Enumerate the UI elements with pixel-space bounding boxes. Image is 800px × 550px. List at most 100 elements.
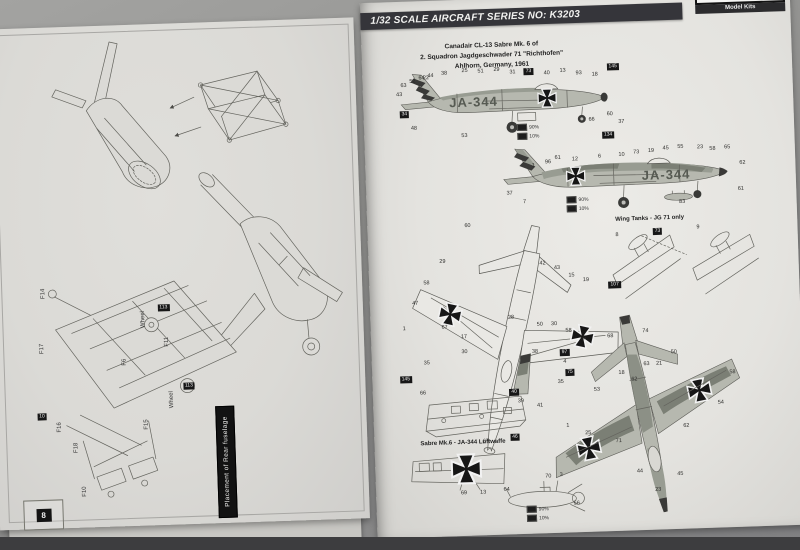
aircraft-code-marking: JA-344 [641, 166, 690, 183]
callout-number: 73 [652, 227, 663, 235]
callout-number: 1 [566, 422, 570, 429]
callout-number: 45 [677, 470, 684, 478]
part-label: F15 [143, 418, 151, 430]
brand-name-text: KINETIC [718, 0, 766, 1]
side-note-box: Placement of Rear fuselage [215, 405, 238, 519]
callout-number: 62 [739, 159, 746, 166]
callout-number: 62 [631, 376, 638, 383]
callout-number: 74 [642, 328, 649, 335]
callout-number: 96 [544, 158, 552, 165]
callout-number: 10 [618, 151, 625, 158]
callout-number: 71 [615, 437, 622, 445]
callout-number: 45 [662, 145, 669, 152]
callout-number: 145 [399, 376, 413, 384]
callout-number: 44 [636, 467, 644, 474]
callout-number: 12 [571, 156, 579, 163]
callout-number: 37 [618, 118, 625, 125]
callout-number: 67 [441, 324, 448, 331]
part-label: F14 [39, 288, 47, 300]
callout-number: 113 [182, 382, 196, 390]
callout-number: 29 [439, 259, 446, 266]
assembly-diagrams-drawing [47, 41, 343, 498]
callout-number: 51 [477, 68, 484, 75]
fuselage-panel-detail-drawing [425, 395, 527, 438]
callout-number: 34 [399, 111, 410, 119]
callout-number: 30 [461, 349, 468, 356]
callout-number: 47 [412, 300, 419, 307]
callout-number: 21 [655, 360, 663, 367]
callout-number: 38 [440, 70, 448, 77]
part-label: F16 [57, 421, 64, 433]
paint-chip [516, 123, 528, 132]
callout-number: 68 [607, 333, 614, 340]
page-number-box: 8 [23, 499, 65, 531]
callout-number: 23 [696, 144, 704, 151]
part-label: F11 [163, 337, 171, 348]
side-profile-1-drawing: JA-344 [400, 74, 608, 133]
paint-chip [526, 505, 537, 513]
paint-mix-legend: 90% 10% [516, 123, 540, 142]
callout-number: 1 [402, 325, 406, 333]
callout-number: 17 [460, 334, 468, 341]
callout-number: 18 [618, 370, 625, 377]
callout-number: 15 [568, 272, 575, 279]
plan-view-drawing [412, 225, 619, 455]
callout-number: 44 [427, 73, 434, 80]
tailplane-detail-drawing [512, 353, 531, 395]
callout-number: 134 [601, 131, 615, 139]
callout-number: 40 [543, 69, 550, 77]
callout-number: 64 [418, 75, 425, 82]
callout-number: 70 [545, 473, 552, 480]
brand-logo: KINETIC Model Kits [694, 0, 786, 15]
left-page-stack: P10 [0, 17, 375, 550]
callout-number: 29 [493, 66, 500, 73]
callout-number: 50 [670, 348, 677, 356]
callout-number: 35 [423, 360, 430, 367]
callout-number: 58 [709, 146, 716, 153]
callout-number: 25 [461, 67, 468, 74]
callout-number: 23 [655, 486, 662, 494]
side-profile-2-drawing: JA-344 [503, 148, 728, 209]
callout-number: 48 [410, 125, 418, 132]
paint-chip [526, 514, 538, 522]
part-label: F18 [73, 442, 80, 453]
photo-bottom-shadow [0, 537, 800, 550]
callout-number: 64 [503, 487, 510, 494]
callout-number: 25 [585, 430, 592, 437]
callout-number: 60 [606, 111, 613, 118]
callout-number: 18 [591, 71, 598, 78]
series-banner: 1/32 SCALE AIRCRAFT SERIES NO: K3203 [360, 2, 683, 31]
right-page: 1/32 SCALE AIRCRAFT SERIES NO: K3203 KIN… [359, 0, 800, 539]
callout-number: 83 [679, 198, 686, 205]
paint-percentage: 10% [529, 132, 540, 140]
drop-tank-detail: 64 70 3 56 [503, 472, 591, 521]
callout-number: 6 [597, 153, 602, 160]
part-label: F6 [121, 358, 128, 366]
callout-number: 56 [573, 500, 580, 507]
brand-subtitle: Model Kits [695, 2, 786, 15]
callout-number: 3 [559, 471, 563, 478]
callout-number: 13 [559, 67, 566, 75]
callout-number: 31 [509, 69, 516, 76]
callout-number: 55 [677, 143, 684, 150]
callout-number: 53 [461, 132, 468, 140]
paint-percentage: 10% [538, 514, 550, 522]
callout-number: 52 [409, 78, 416, 85]
callout-number: 54 [717, 399, 725, 406]
part-label: F17 [39, 343, 46, 355]
callout-number: 61 [554, 155, 561, 162]
page-number: 8 [35, 508, 52, 522]
aircraft-code-marking: JA-344 [449, 94, 498, 111]
paint-percentage: 90% [528, 123, 540, 131]
paint-chip [566, 196, 577, 204]
callout-number: 65 [723, 144, 731, 151]
iron-cross-marking [450, 452, 483, 485]
camo-plan-view-drawing [555, 314, 741, 513]
callout-number: 66 [588, 116, 595, 123]
callout-number: 113 [157, 304, 170, 312]
callout-number: 53 [593, 386, 601, 393]
